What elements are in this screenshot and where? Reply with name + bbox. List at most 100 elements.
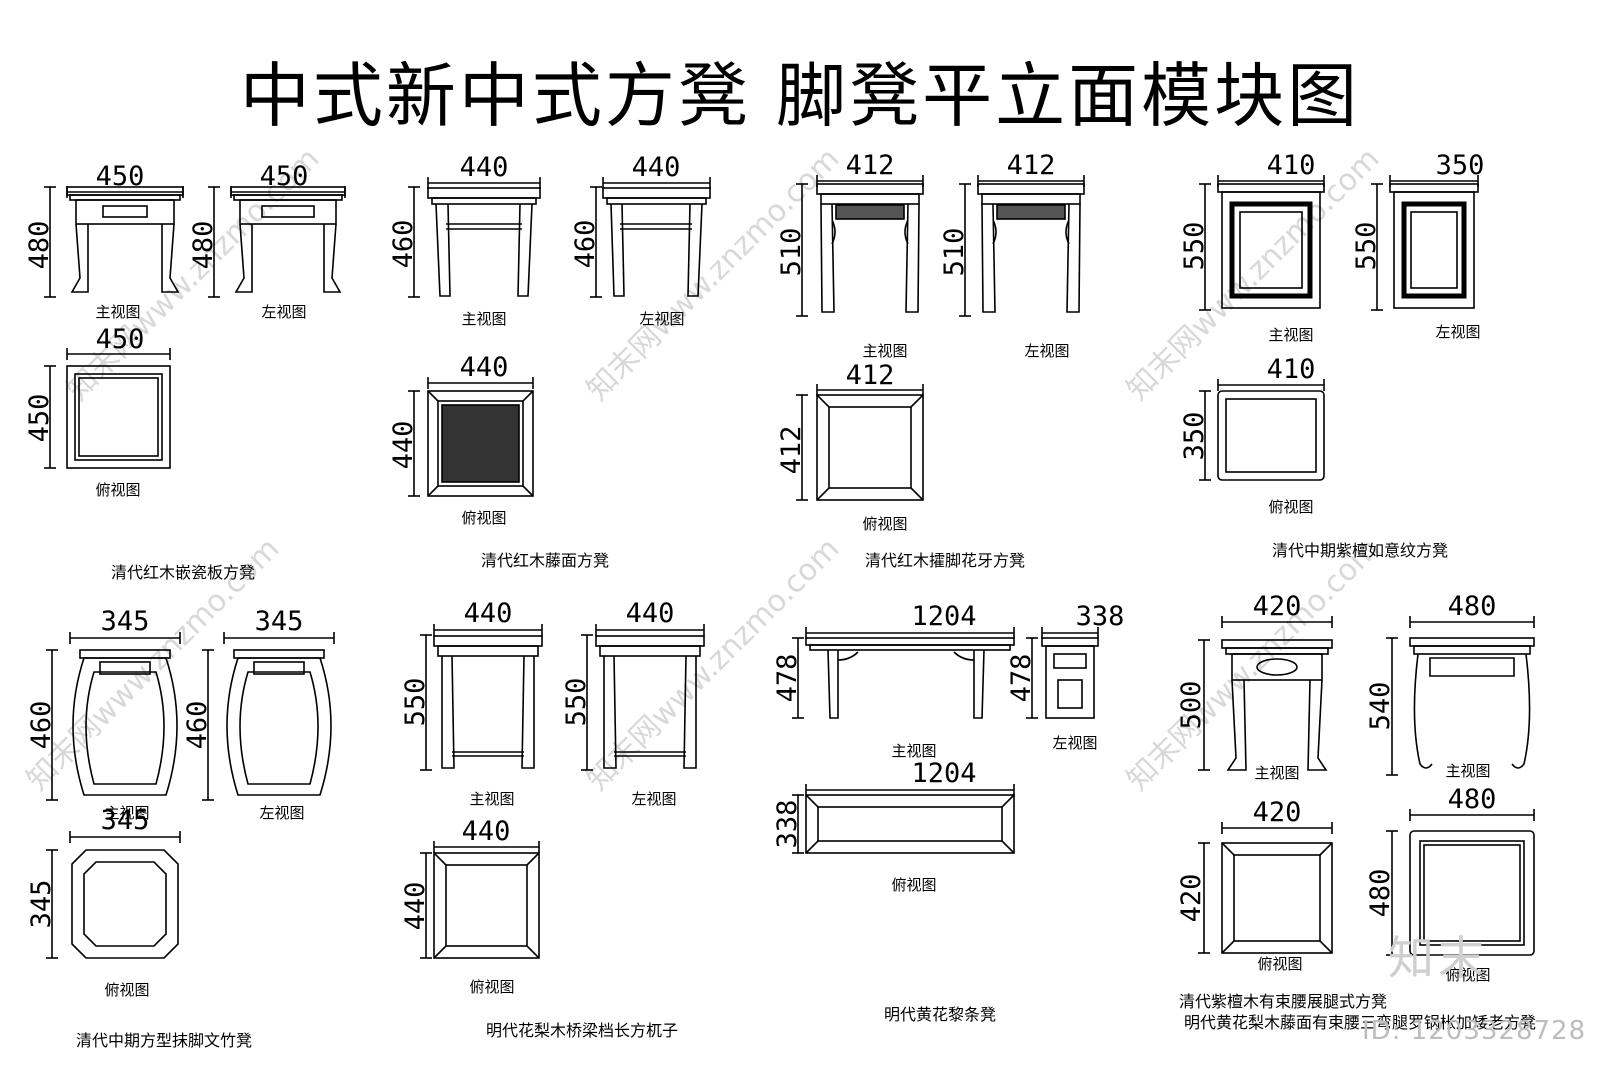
view-label: 俯视图 [862, 515, 907, 533]
dim-width: 345 [101, 606, 150, 637]
dim-height: 478 [772, 654, 803, 703]
view-label: 主视图 [891, 742, 936, 760]
stool-name: 明代黄花黎条凳 [884, 1005, 996, 1024]
dim-depth: 480 [1365, 869, 1396, 918]
stool2-front-view [408, 177, 541, 298]
dim-height: 478 [1006, 654, 1037, 703]
stool5-front-view [46, 632, 181, 801]
view-label: 左视图 [259, 804, 304, 822]
dim-height: 460 [570, 220, 601, 269]
stool-name: 明代花梨木桥梁档长方杌子 [486, 1021, 678, 1040]
dim-depth: 350 [1179, 412, 1210, 461]
stool1-top-view [44, 348, 171, 469]
stool4-top-view [1199, 379, 1325, 481]
stool2-top-view [408, 377, 534, 497]
stool-name: 清代红木藤面方凳 [481, 551, 609, 570]
dim-width: 450 [96, 324, 145, 355]
dim-width: 345 [101, 805, 150, 836]
stool-name: 明代黄花梨木藤面有束腰三弯腿罗锅枨加矮老方凳 [1184, 1013, 1536, 1032]
dim-depth: 440 [388, 421, 419, 470]
dim-width: 440 [632, 152, 681, 183]
dim-width: 450 [96, 161, 145, 192]
stool-name: 清代中期方型抹脚文竹凳 [76, 1031, 252, 1050]
dim-depth: 338 [772, 800, 803, 849]
view-label: 俯视图 [1445, 966, 1490, 984]
dim-height: 460 [388, 220, 419, 269]
dim-height: 510 [939, 228, 970, 277]
view-label: 主视图 [862, 342, 907, 360]
view-label: 俯视图 [104, 981, 149, 999]
view-label: 俯视图 [1257, 955, 1302, 973]
view-label: 主视图 [104, 804, 149, 822]
dim-width: 1204 [911, 601, 976, 632]
view-label: 主视图 [1268, 326, 1313, 344]
dim-height: 550 [1179, 222, 1210, 271]
stool1-front-view [44, 186, 184, 298]
view-label: 左视图 [1435, 323, 1480, 341]
stool-name: 清代紫檀木有束腰展腿式方凳 [1179, 992, 1387, 1011]
view-label: 左视图 [1024, 342, 1069, 360]
stool-name: 清代中期紫檀如意纹方凳 [1272, 541, 1448, 560]
dim-width: 410 [1267, 354, 1316, 385]
stool6-front-view [420, 624, 543, 771]
stool9-top-view [1386, 809, 1535, 956]
view-label: 主视图 [1445, 762, 1490, 780]
dim-depth: 450 [24, 394, 55, 443]
stool3-front-view [796, 175, 924, 317]
view-label: 俯视图 [461, 509, 506, 527]
image-id: ID: 1203328728 [1362, 1016, 1587, 1046]
dim-depth: 412 [776, 426, 807, 475]
stool-name: 清代红木嵌瓷板方凳 [111, 563, 255, 582]
view-label: 俯视图 [891, 876, 936, 894]
dim-height: 550 [400, 678, 431, 727]
stool8-front-view [1198, 616, 1333, 771]
view-label: 俯视图 [1268, 498, 1313, 516]
dim-height: 460 [182, 701, 213, 750]
logo-watermark: 知末 [1388, 931, 1488, 985]
dim-height: 510 [776, 228, 807, 277]
stool1-side-view [208, 186, 346, 298]
dim-width: 440 [462, 816, 511, 847]
view-label: 左视图 [631, 790, 676, 808]
dim-width: 440 [626, 598, 675, 629]
dim-height: 500 [1176, 681, 1207, 730]
dim-width: 345 [255, 606, 304, 637]
stool6-side-view [581, 624, 705, 771]
dim-width: 410 [1267, 150, 1316, 181]
view-label: 主视图 [95, 303, 140, 321]
dim-width: 440 [464, 598, 513, 629]
dim-depth: 345 [26, 880, 57, 929]
dim-width: 412 [1007, 150, 1056, 181]
dim-width: 480 [1448, 784, 1497, 815]
view-label: 左视图 [639, 310, 684, 328]
dim-depth: 440 [400, 882, 431, 931]
sheet-title: 中式新中式方凳 脚凳平立面模块图 [239, 55, 1361, 137]
stool5-side-view [202, 632, 335, 801]
dim-width: 450 [260, 161, 309, 192]
dim-width: 480 [1448, 591, 1497, 622]
view-label: 主视图 [1254, 764, 1299, 782]
dim-height: 480 [24, 221, 55, 270]
stool3-side-view [959, 175, 1085, 317]
stool4-front-view [1199, 175, 1325, 311]
dim-width: 338 [1076, 601, 1125, 632]
view-label: 主视图 [469, 790, 514, 808]
dim-height: 550 [1351, 222, 1382, 271]
stool9-front-view [1386, 616, 1535, 776]
stool6-top-view [420, 841, 540, 959]
dim-width: 420 [1253, 797, 1302, 828]
dim-height: 480 [188, 221, 219, 270]
view-label: 左视图 [1052, 734, 1097, 752]
view-label: 主视图 [461, 310, 506, 328]
stool3-top-view [796, 384, 924, 501]
dim-width: 1204 [911, 758, 976, 789]
dim-height: 540 [1365, 682, 1396, 731]
dim-depth: 420 [1176, 874, 1207, 923]
stool8-top-view [1198, 822, 1333, 954]
view-label: 俯视图 [95, 481, 140, 499]
dim-width: 412 [846, 360, 895, 391]
stool4-side-view [1371, 175, 1479, 311]
stool7-top-view [792, 784, 1015, 854]
